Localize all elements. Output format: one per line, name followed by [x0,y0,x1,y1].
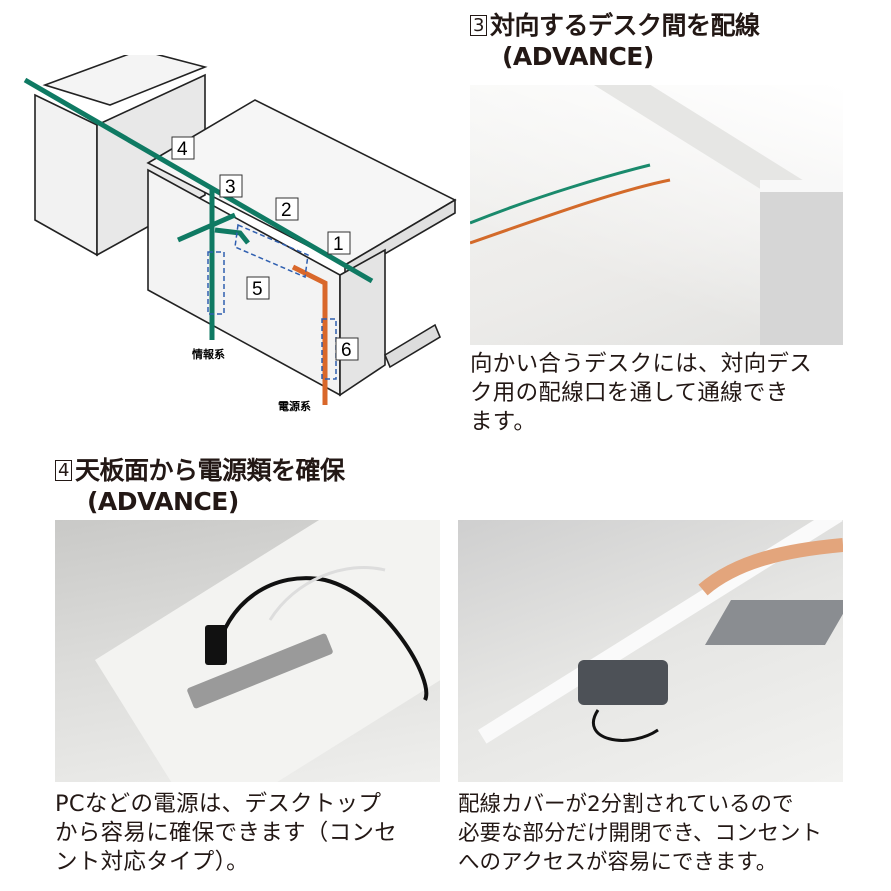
label-3: 3 [225,177,236,198]
label-6: 6 [341,340,352,361]
section3-number: 3 [470,15,487,36]
photo-facing-desks [470,85,843,345]
section3-title: 対向するデスク間を配線 [490,11,760,40]
label-5: 5 [252,279,263,300]
section4-number: 4 [55,460,72,481]
info-line-label: 情報系 [192,347,225,361]
caption-line: から容易に確保できます（コンセ [55,820,398,846]
caption-line: 向かい合うデスクには、対向デス [470,351,813,377]
photo-cable-cover [458,520,843,782]
caption-line: ント対応タイプ）。 [55,849,249,875]
caption-line: ク用の配線口を通して通線でき [470,380,789,406]
caption-line: ます。 [470,409,537,435]
caption-line: へのアクセスが容易にできます。 [458,850,778,875]
label-1: 1 [333,234,344,255]
photo-desktop-outlet [55,520,440,782]
caption-line: PCなどの電源は、デスクトップ [55,791,382,817]
number-labels: 4 3 2 1 5 6 [171,136,359,361]
label-4: 4 [177,139,188,160]
label-2: 2 [281,200,292,221]
caption-line: 配線カバーが2分割されているので [458,792,794,817]
section4-right-caption: 配線カバーが2分割されているので 必要な部分だけ開閉でき、コンセント へのアクセ… [458,790,822,877]
section3-subtitle: (ADVANCE) [502,42,654,71]
power-line-label: 電源系 [278,399,311,413]
section4-subtitle: (ADVANCE) [87,487,239,516]
section3-caption: 向かい合うデスクには、対向デス ク用の配線口を通して通線でき ます。 [470,350,812,437]
section4-title: 天板面から電源類を確保 [75,456,345,485]
power-cable [291,264,328,405]
section4-left-caption: PCなどの電源は、デスクトップ から容易に確保できます（コンセ ント対応タイプ）… [55,790,397,877]
caption-line: 必要な部分だけ開閉でき、コンセント [458,821,822,846]
wiring-diagram: 4 3 2 1 5 6 情報系 電源系 [23,55,457,413]
